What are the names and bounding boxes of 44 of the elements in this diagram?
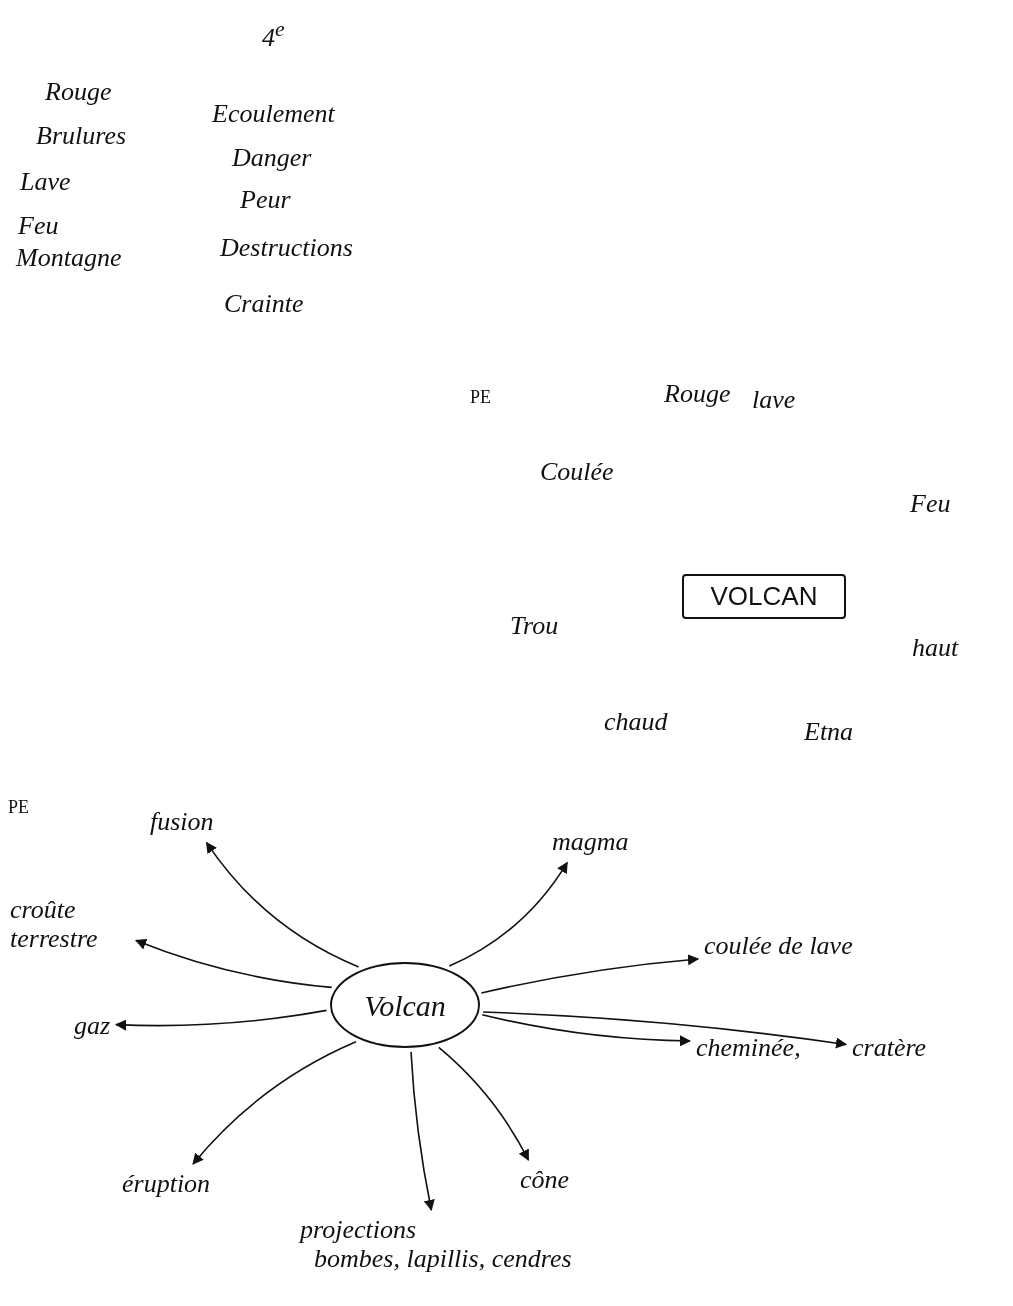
word: Ecoulement	[212, 100, 335, 129]
word: haut	[912, 634, 959, 663]
branch-word: coulée de lave	[704, 932, 853, 961]
branch-word: éruption	[122, 1170, 211, 1199]
arrow	[438, 1046, 530, 1161]
branch-word: gaz	[74, 1012, 111, 1041]
branch-word: bombes, lapillis, cendres	[313, 1244, 572, 1274]
branch-word: projections	[300, 1216, 417, 1245]
word: lave	[752, 386, 796, 415]
boxed-word: VOLCAN	[682, 574, 846, 619]
central-ellipse: Volcan	[330, 962, 480, 1048]
arrow	[115, 1009, 328, 1031]
word: Rouge	[664, 380, 731, 409]
word: Lave	[20, 168, 71, 197]
word: Danger	[232, 144, 312, 173]
word: Coulée	[540, 458, 614, 487]
branch-word: cheminée,	[696, 1034, 801, 1063]
word: Rouge	[45, 78, 112, 107]
word: Crainte	[224, 290, 304, 319]
arrow	[480, 954, 700, 994]
branch-word: cratère	[852, 1034, 927, 1063]
arrow	[410, 1051, 435, 1212]
branch-word: fusion	[150, 808, 214, 837]
branch-word: croûte terrestre	[10, 896, 99, 954]
heading-mark: 4$^{e}$	[262, 18, 285, 53]
word: Feu	[18, 212, 59, 241]
heading-mark: PE	[8, 798, 29, 818]
word: chaud	[604, 708, 668, 737]
arrow	[481, 1013, 692, 1047]
heading-mark: PE	[470, 388, 491, 408]
branch-word: cône	[520, 1166, 570, 1195]
word: Montagne	[16, 244, 122, 273]
word: Trou	[510, 612, 559, 641]
word: Destructions	[220, 234, 353, 263]
word: Peur	[240, 186, 291, 215]
arrow	[448, 861, 568, 967]
arrow	[134, 938, 333, 989]
word: Feu	[910, 490, 951, 519]
arrow	[192, 1041, 357, 1165]
arrow	[482, 1011, 848, 1049]
branch-word: magma	[552, 828, 629, 857]
word: Etna	[804, 718, 854, 747]
arrow	[205, 841, 360, 968]
word: Brulures	[36, 122, 127, 151]
